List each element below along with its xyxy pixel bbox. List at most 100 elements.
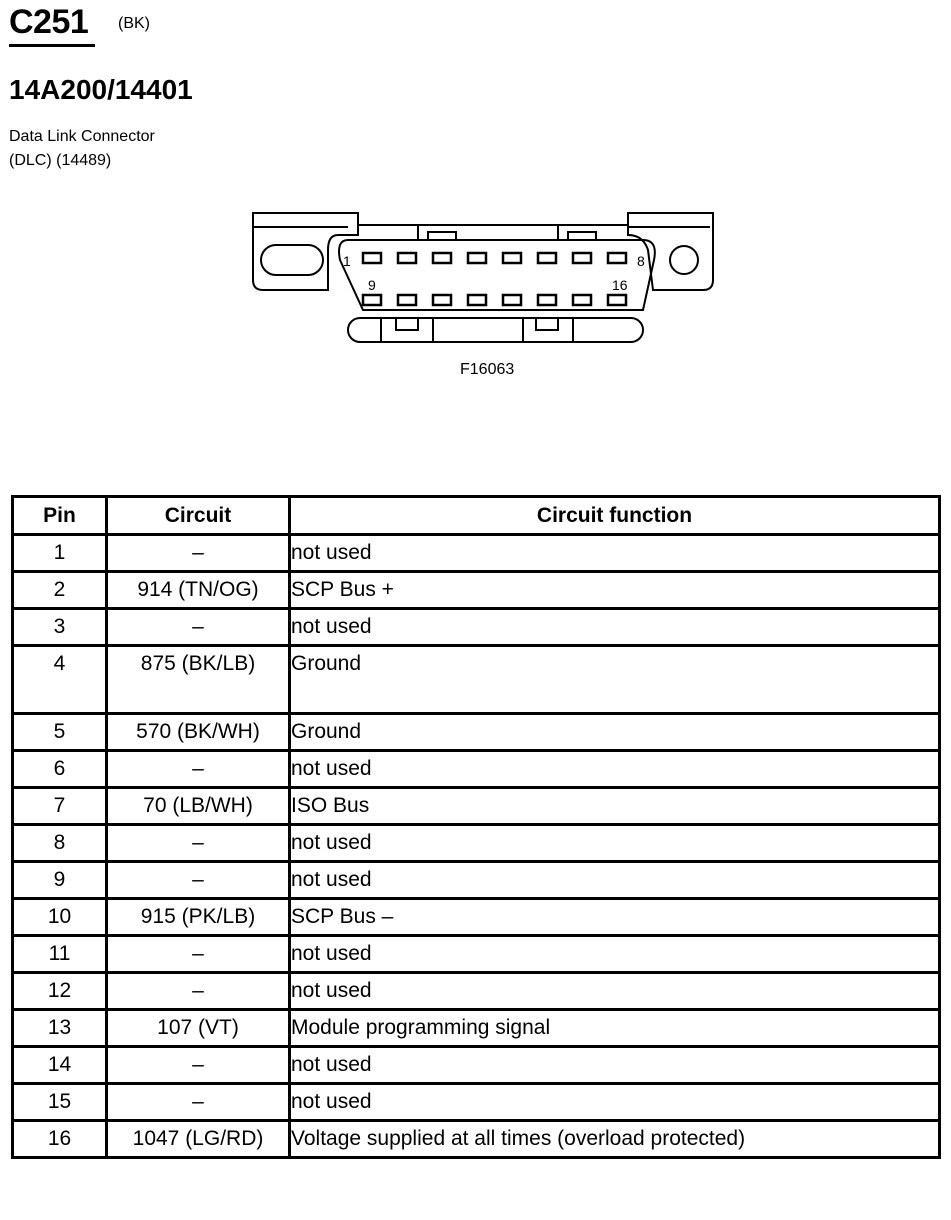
function-cell: ISO Bus [288,786,941,826]
pin-label-8: 8 [637,253,645,269]
pin-slot-2 [396,251,418,265]
function-cell: not used [288,971,941,1011]
pin-cell: 8 [11,823,108,863]
pin-slot-3 [431,251,453,265]
pin-cell: 9 [11,860,108,900]
figure-id: F16063 [460,361,515,378]
function-cell: not used [288,934,941,974]
pin-slot-12 [466,293,488,307]
right-mount-hole [669,245,699,275]
circuit-cell: – [105,533,291,573]
pin-label-16: 16 [612,277,628,293]
pin-slot-5 [501,251,523,265]
function-cell: not used [288,607,941,647]
circuit-cell: – [105,607,291,647]
description-line-1: Data Link Connector [9,128,155,145]
pin-slot-9 [361,293,383,307]
left-mount-slot [260,244,324,276]
function-cell: not used [288,1045,941,1085]
pin-slot-6 [536,251,558,265]
header-circuit: Circuit [105,495,291,536]
connector-color: (BK) [118,15,150,32]
pin-cell: 3 [11,607,108,647]
pin-slot-8 [606,251,628,265]
pin-cell: 7 [11,786,108,826]
connector-base [347,317,644,343]
table-row: 8–not used [11,823,941,863]
pin-cell: 2 [11,570,108,610]
pin-slot-16 [606,293,628,307]
circuit-cell: 915 (PK/LB) [105,897,291,937]
pin-cell: 13 [11,1008,108,1048]
connector-id: C251 [9,3,89,41]
function-cell: SCP Bus – [288,897,941,937]
circuit-cell: 914 (TN/OG) [105,570,291,610]
circuit-cell: 107 (VT) [105,1008,291,1048]
pin-cell: 6 [11,749,108,789]
pin-cell: 15 [11,1082,108,1122]
description-line-2: (DLC) (14489) [9,152,112,169]
circuit-cell: – [105,823,291,863]
pin-slot-13 [501,293,523,307]
connector-face [338,239,656,311]
pin-slot-4 [466,251,488,265]
pin-cell: 16 [11,1119,108,1159]
function-cell: not used [288,823,941,863]
function-cell: SCP Bus + [288,570,941,610]
pin-cell: 14 [11,1045,108,1085]
circuit-cell: 875 (BK/LB) [105,644,291,715]
circuit-cell: – [105,1045,291,1085]
function-cell: not used [288,1082,941,1122]
table-header-row: Pin Circuit Circuit function [11,495,941,536]
pin-cell: 12 [11,971,108,1011]
function-cell: Module programming signal [288,1008,941,1048]
circuit-cell: – [105,971,291,1011]
left-latch-tab [252,212,359,291]
table-row: 3–not used [11,607,941,647]
connector-diagram: 1 8 9 16 [252,212,714,343]
function-cell: not used [288,749,941,789]
pin-slot-11 [431,293,453,307]
pin-slot-1 [361,251,383,265]
table-row: 15–not used [11,1082,941,1122]
function-cell: Voltage supplied at all times (overload … [288,1119,941,1159]
table-row: 14–not used [11,1045,941,1085]
connector-id-underline [9,44,95,47]
function-cell: Ground [288,712,941,752]
header-pin: Pin [11,495,108,536]
circuit-cell: 70 (LB/WH) [105,786,291,826]
function-cell: not used [288,533,941,573]
table-row: 1–not used [11,533,941,573]
pin-slot-7 [571,251,593,265]
table-row: 11–not used [11,934,941,974]
table-row: 9–not used [11,860,941,900]
circuit-cell: – [105,1082,291,1122]
pin-cell: 5 [11,712,108,752]
pin-cell: 4 [11,644,108,715]
pin-slot-15 [571,293,593,307]
function-cell: not used [288,860,941,900]
table-row: 6–not used [11,749,941,789]
right-latch-tab [627,212,714,291]
pin-slot-10 [396,293,418,307]
circuit-cell: – [105,749,291,789]
function-cell: Ground [288,644,941,715]
table-row: 12–not used [11,971,941,1011]
pin-cell: 11 [11,934,108,974]
pin-cell: 10 [11,897,108,937]
pin-label-9: 9 [368,277,376,293]
header-circuit-function: Circuit function [288,495,941,536]
circuit-cell: – [105,934,291,974]
circuit-cell: 570 (BK/WH) [105,712,291,752]
circuit-cell: – [105,860,291,900]
pin-label-1: 1 [343,253,351,269]
circuit-cell: 1047 (LG/RD) [105,1119,291,1159]
